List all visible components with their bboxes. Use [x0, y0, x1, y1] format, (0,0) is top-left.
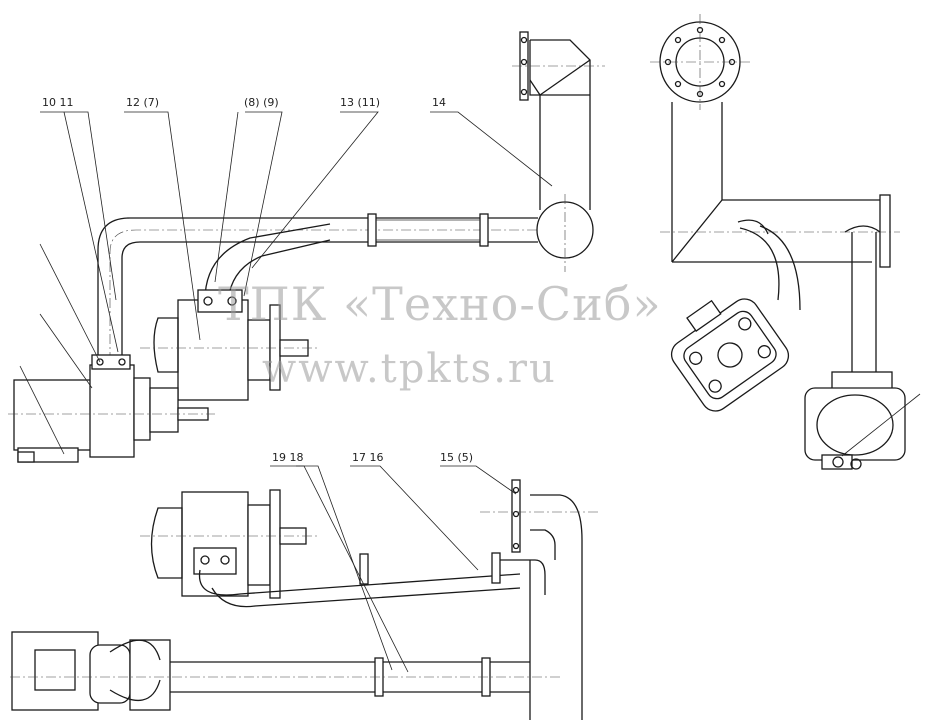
bottom-vertical-pipe	[529, 540, 583, 720]
callout-14: 14	[432, 96, 446, 109]
callout-13-11: 13 (11)	[340, 96, 380, 109]
riser-pipe	[529, 39, 591, 210]
leader-lines	[19, 111, 921, 673]
bottom-turbo-body	[181, 491, 249, 597]
callout-10-11: 10 11	[42, 96, 74, 109]
pipe-collar	[479, 213, 489, 247]
watermark-url: www.tpkts.ru	[262, 346, 557, 392]
right-vertical-pipe	[671, 102, 723, 262]
turbo-housing	[670, 298, 790, 412]
top-left-assembly-view	[8, 31, 605, 463]
callout-12-7: 12 (7)	[126, 96, 159, 109]
turbo-flange	[197, 289, 243, 313]
callout-8-9: (8) (9)	[244, 96, 279, 109]
bottom-upper-pipe	[198, 569, 521, 608]
callout-19-18: 19 18	[272, 451, 304, 464]
callout-15-5: 15 (5)	[440, 451, 473, 464]
main-pipe-inner	[121, 241, 538, 362]
bottom-lower-pipe	[170, 661, 530, 693]
turbocharger-body	[177, 299, 249, 401]
main-pipe-outer	[97, 217, 538, 362]
pipe-collar	[367, 213, 377, 247]
muffler-body	[804, 387, 906, 461]
engine-block	[13, 379, 99, 451]
bottom-assembly-view	[10, 479, 600, 720]
watermark: ТПК «Техно-Сиб» www.tpkts.ru	[218, 277, 662, 392]
top-right-assembly-view	[650, 14, 906, 470]
callout-17-16: 17 16	[352, 451, 384, 464]
callout-labels: 10 11 12 (7) (8) (9) 13 (11) 14 19 18 17…	[42, 96, 473, 464]
watermark-company: ТПК «Техно-Сиб»	[218, 277, 662, 331]
